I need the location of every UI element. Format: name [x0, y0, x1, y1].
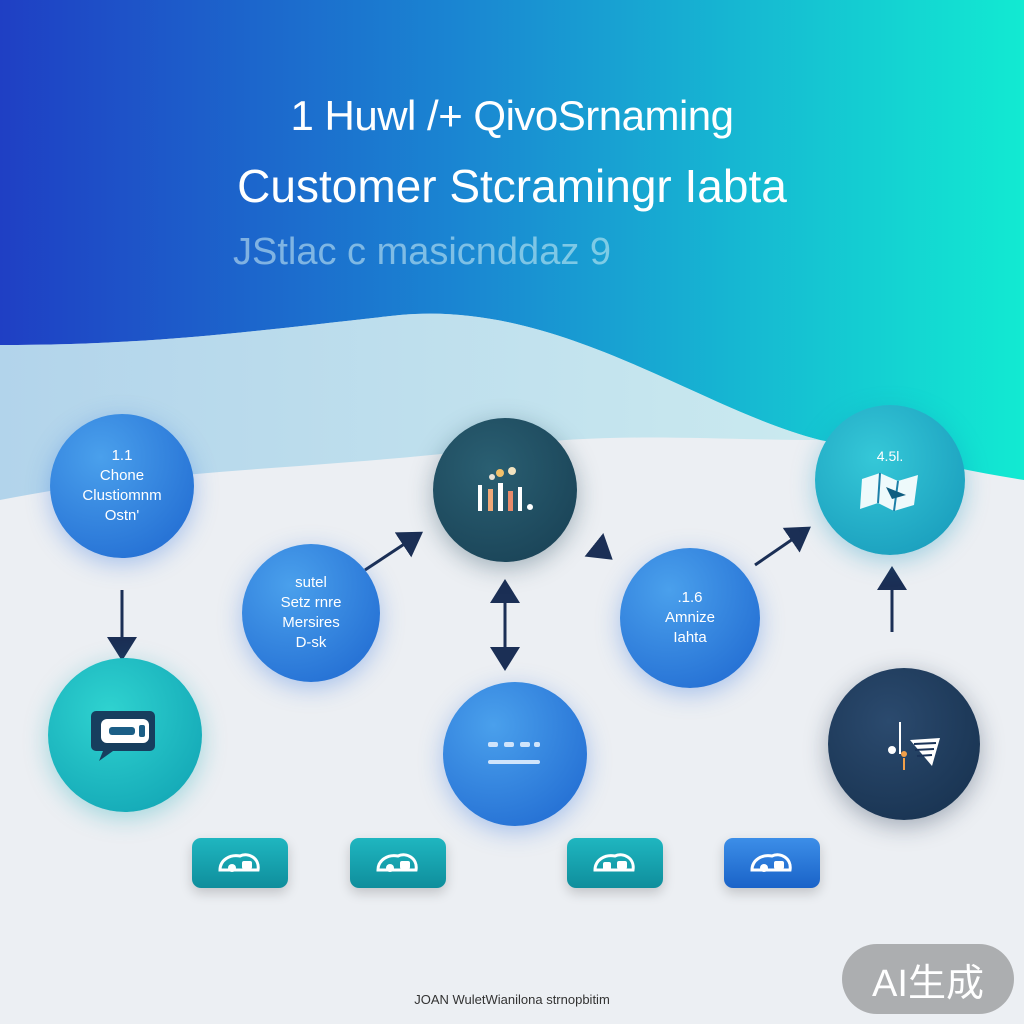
node-stream-measures-label: sutel Setz rnre Mersires D-sk: [280, 573, 342, 652]
node-chat[interactable]: [48, 658, 202, 812]
node-customer-source[interactable]: 1.1 Chone Clustiomnm Ostn': [50, 414, 194, 558]
node-insights[interactable]: 4.5l.: [815, 405, 965, 555]
footer-text: JOAN WuletWianilona strnopbitim: [414, 992, 610, 1007]
node-report[interactable]: [828, 668, 980, 820]
bar-chart-icon: [478, 467, 533, 511]
node-analyze-data-label: .1.6 Amnize Iahta: [664, 588, 716, 647]
chat-bubble-icon: [91, 711, 155, 761]
pill-card-1[interactable]: [192, 838, 288, 888]
folded-map-icon: [860, 473, 918, 512]
node-stream-measures[interactable]: sutel Setz rnre Mersires D-sk: [242, 544, 380, 682]
pill-card-4[interactable]: [724, 838, 820, 888]
cloud-car-icon: [376, 853, 418, 872]
title-block: 1 Huwl /+ QivoSrnaming Customer Stcramin…: [0, 92, 1024, 273]
pill-card-3[interactable]: [567, 838, 663, 888]
cloud-car-icon: [218, 853, 260, 872]
node-analyze-data[interactable]: .1.6 Amnize Iahta: [620, 548, 760, 688]
node-insights-label: 4.5l.: [876, 447, 904, 464]
title-line-2: Customer Stcramingr Iabta: [237, 160, 787, 212]
title-line-3: JStlac c masicnddaz 9: [232, 231, 612, 273]
node-queue[interactable]: [443, 682, 587, 826]
pill-card-2[interactable]: [350, 838, 446, 888]
list-dash-icon: [488, 742, 540, 764]
chart-flag-icon: [888, 722, 940, 770]
title-line-1: 1 Huwl /+ QivoSrnaming: [290, 92, 734, 139]
cloud-car-icon: [750, 853, 792, 872]
node-customer-source-label: 1.1 Chone Clustiomnm Ostn': [82, 446, 162, 525]
node-processing[interactable]: [433, 418, 577, 562]
ai-generated-badge: AI生成: [842, 944, 1014, 1014]
cloud-car-icon: [593, 853, 635, 872]
